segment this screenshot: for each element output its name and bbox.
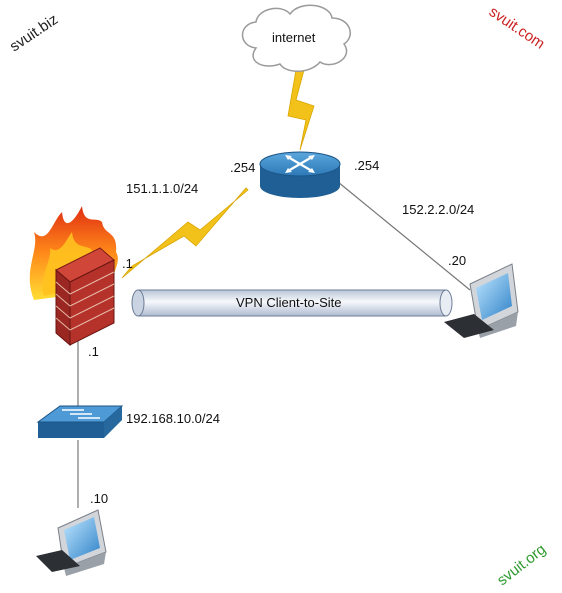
- wan-right-network-label: 152.2.2.0/24: [402, 202, 474, 217]
- link-router-to-remote-client: [337, 181, 471, 291]
- local-client-ip: .10: [90, 491, 108, 506]
- local-client-computer-icon: [36, 509, 107, 576]
- vpn-tunnel-label: VPN Client-to-Site: [236, 295, 341, 310]
- router-icon: [259, 151, 341, 198]
- firewall-wan-ip: .1: [122, 256, 133, 271]
- watermark-top-left: svuit.biz: [7, 11, 61, 55]
- router-left-ip: .254: [230, 160, 255, 175]
- router-right-ip: .254: [354, 158, 379, 173]
- remote-client-ip: .20: [448, 253, 466, 268]
- vpn-tunnel: [131, 289, 453, 317]
- lightning-link-router-internet: [287, 69, 315, 151]
- internet-cloud-icon: [241, 4, 351, 72]
- firewall-lan-ip: .1: [88, 344, 99, 359]
- remote-client-computer-icon: [444, 263, 519, 338]
- wan-left-network-label: 151.1.1.0/24: [126, 181, 198, 196]
- lan-network-label: 192.168.10.0/24: [126, 411, 220, 426]
- watermark-top-right: svuit.com: [486, 3, 548, 53]
- watermark-bottom-right: svuit.org: [494, 541, 549, 589]
- lightning-link-firewall-router: [121, 187, 249, 279]
- cloud-label: internet: [272, 30, 316, 45]
- switch-icon: [36, 405, 124, 438]
- firewall-icon: [29, 206, 118, 347]
